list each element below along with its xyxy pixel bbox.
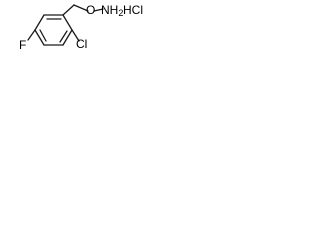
- fluorine-label: F: [19, 38, 26, 52]
- fluorine-bond: [27, 29, 36, 41]
- nitrogen-bond: [93, 8, 104, 12]
- oxygen-label: O: [86, 3, 95, 17]
- ring-bond-5: [34, 29, 45, 46]
- amine-label-main: NH: [101, 3, 118, 17]
- oxygen-bond: [73, 4, 89, 12]
- benzene-ring: [34, 14, 73, 46]
- salt-label: HCl: [123, 3, 143, 17]
- chlorine-bond: [71, 29, 80, 42]
- ring-bond-6: [34, 14, 45, 31]
- ring-bond-3: [62, 29, 73, 46]
- chlorine-label: Cl: [76, 37, 87, 51]
- amine-label: NH2: [101, 3, 123, 18]
- ring-double-bond-2: [59, 30, 68, 43]
- ring-double-bond-3: [39, 29, 47, 42]
- ring-bond-2: [62, 14, 73, 31]
- ch2-bond: [62, 4, 75, 16]
- amine-label-subscript: 2: [118, 8, 123, 18]
- chemical-structure: O NH2 HCl Cl F: [19, 3, 143, 52]
